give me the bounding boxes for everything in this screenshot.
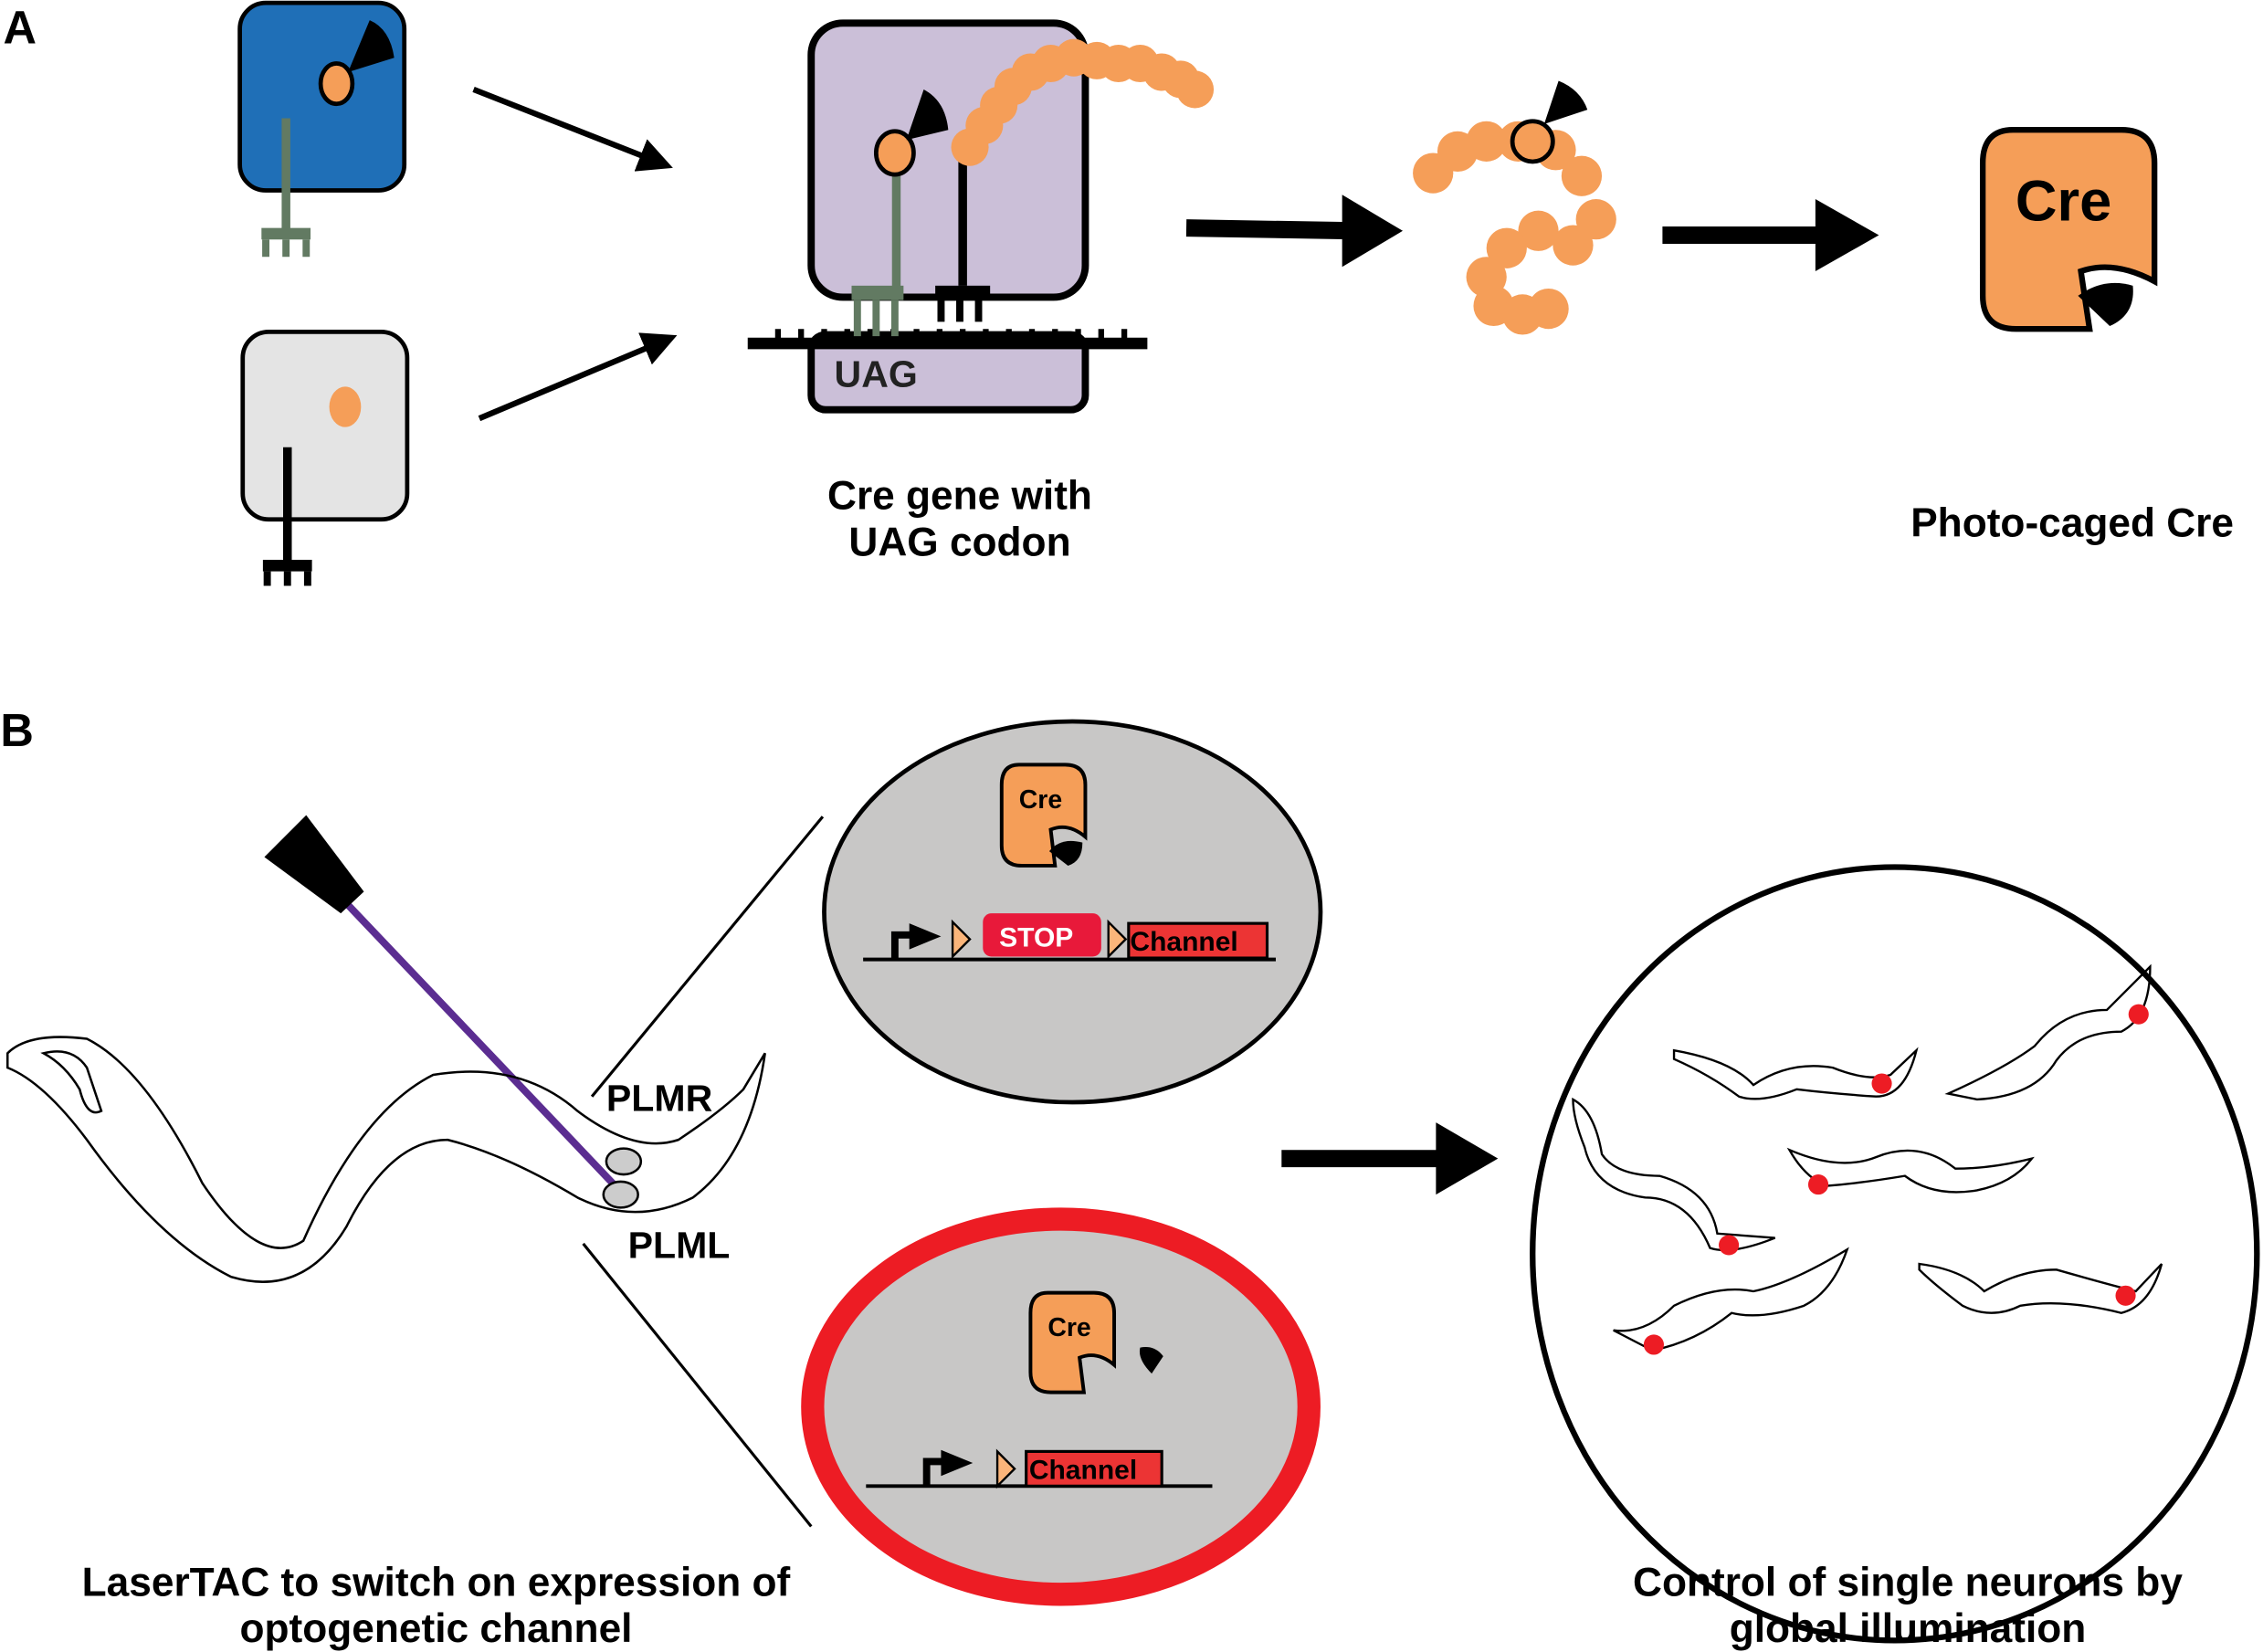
objective-icon [264,815,364,914]
amino-acid-icon [318,61,355,107]
cre-label: Cre [1047,1313,1090,1342]
ribosome: UAG [747,19,1215,414]
active-neuron-marker [1643,1004,2149,1355]
zoom-active: Cre Channel [801,1207,1321,1606]
laser [264,815,624,1194]
folded-peptide [1413,80,1616,335]
plml-label: PLML [628,1225,731,1267]
cre-label: Cre [2016,170,2111,234]
loxp-icon [951,919,972,960]
zoom-inactive: Cre STOP Channel [822,719,1323,1105]
panel-a-label: A [4,1,37,53]
cage-group-icon [348,20,395,72]
arrow-icon [1185,219,1357,240]
photo-caged-cre: Cre [1979,127,2158,332]
left-caption: LaserTAC to switch on expression of [82,1560,791,1605]
gene-caption: UAG codon [848,520,1070,564]
arrow-icon [472,87,673,172]
photo-caged-caption: Photo-caged Cre [1910,501,2234,546]
right-caption: Control of single neurons by [1633,1560,2183,1605]
stop-box [983,913,1101,957]
promoter-arrow-icon [941,1449,974,1477]
peptide-chain [951,38,1215,166]
cre-label: Cre [1019,785,1062,815]
arrow-icon [478,332,678,422]
plmr-label: PLMR [606,1078,712,1120]
loxp-icon [1107,919,1128,960]
channel-box [1025,1449,1163,1488]
gray-cell [240,330,410,586]
released-cage-icon [1139,1347,1163,1374]
channel-label: Channel [1029,1455,1137,1485]
left-caption: optogenetic channel [240,1606,633,1651]
laser-beam [338,894,624,1194]
promoter-arrow-icon [909,923,942,950]
worm-population [1530,864,2260,1644]
stop-label: STOP [999,922,1073,952]
loxp-icon [995,1448,1016,1489]
channel-box [1127,921,1269,960]
right-caption: global illumination [1730,1606,2087,1651]
worm-large [5,1036,766,1283]
blue-cell [237,0,407,258]
panel-b-label: B [0,704,34,756]
codon-label: UAG [835,352,918,395]
channel-label: Channel [1130,927,1237,957]
gene-caption: Cre gene with [827,474,1092,519]
